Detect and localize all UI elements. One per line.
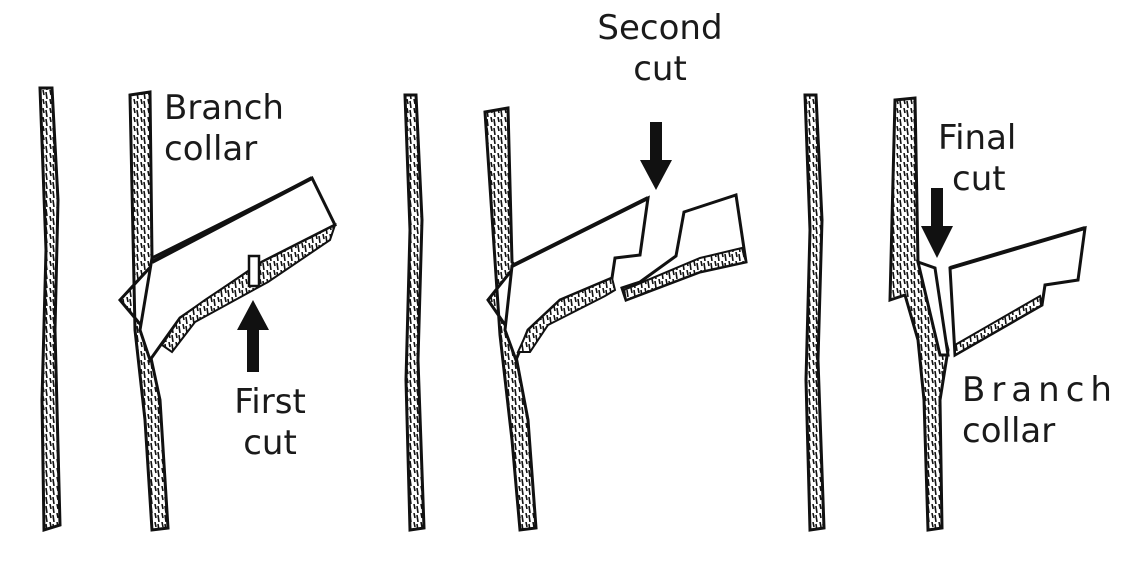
panel-3-cut-line1: Final [938,118,1016,159]
panel-3-branch-collar-label: Branch collar [962,370,1118,453]
panel-3-collar-line2: collar [962,411,1118,452]
panel-1-left-trunk [40,88,60,530]
panel-1-collar-line1: Branch [164,88,284,129]
panel-1-cut-line1: First [220,382,320,423]
panel-1-arrow-up-icon [237,300,269,372]
panel-2-second-cut-label: Second cut [590,8,730,91]
panel-1-first-cut-label: First cut [220,382,320,465]
panel-1-cut-line2: cut [220,423,320,464]
panel-3-left-trunk [805,95,824,530]
panel-3-collar-line1: Branch [962,370,1118,411]
panel-1-collar-line2: collar [164,129,284,170]
panel-2-arrow-down-icon [640,122,672,190]
panel-2-second-cut [405,95,746,530]
panel-1-first-cut-notch [249,256,259,286]
panel-3-cut-line2: cut [938,159,1016,200]
panel-2-left-trunk [405,95,424,530]
panel-3-final-cut-label: Final cut [938,118,1016,201]
panel-2-cut-line1: Second [590,8,730,49]
panel-2-cut-line2: cut [590,49,730,90]
panel-1-branch-collar-label: Branch collar [164,88,284,171]
